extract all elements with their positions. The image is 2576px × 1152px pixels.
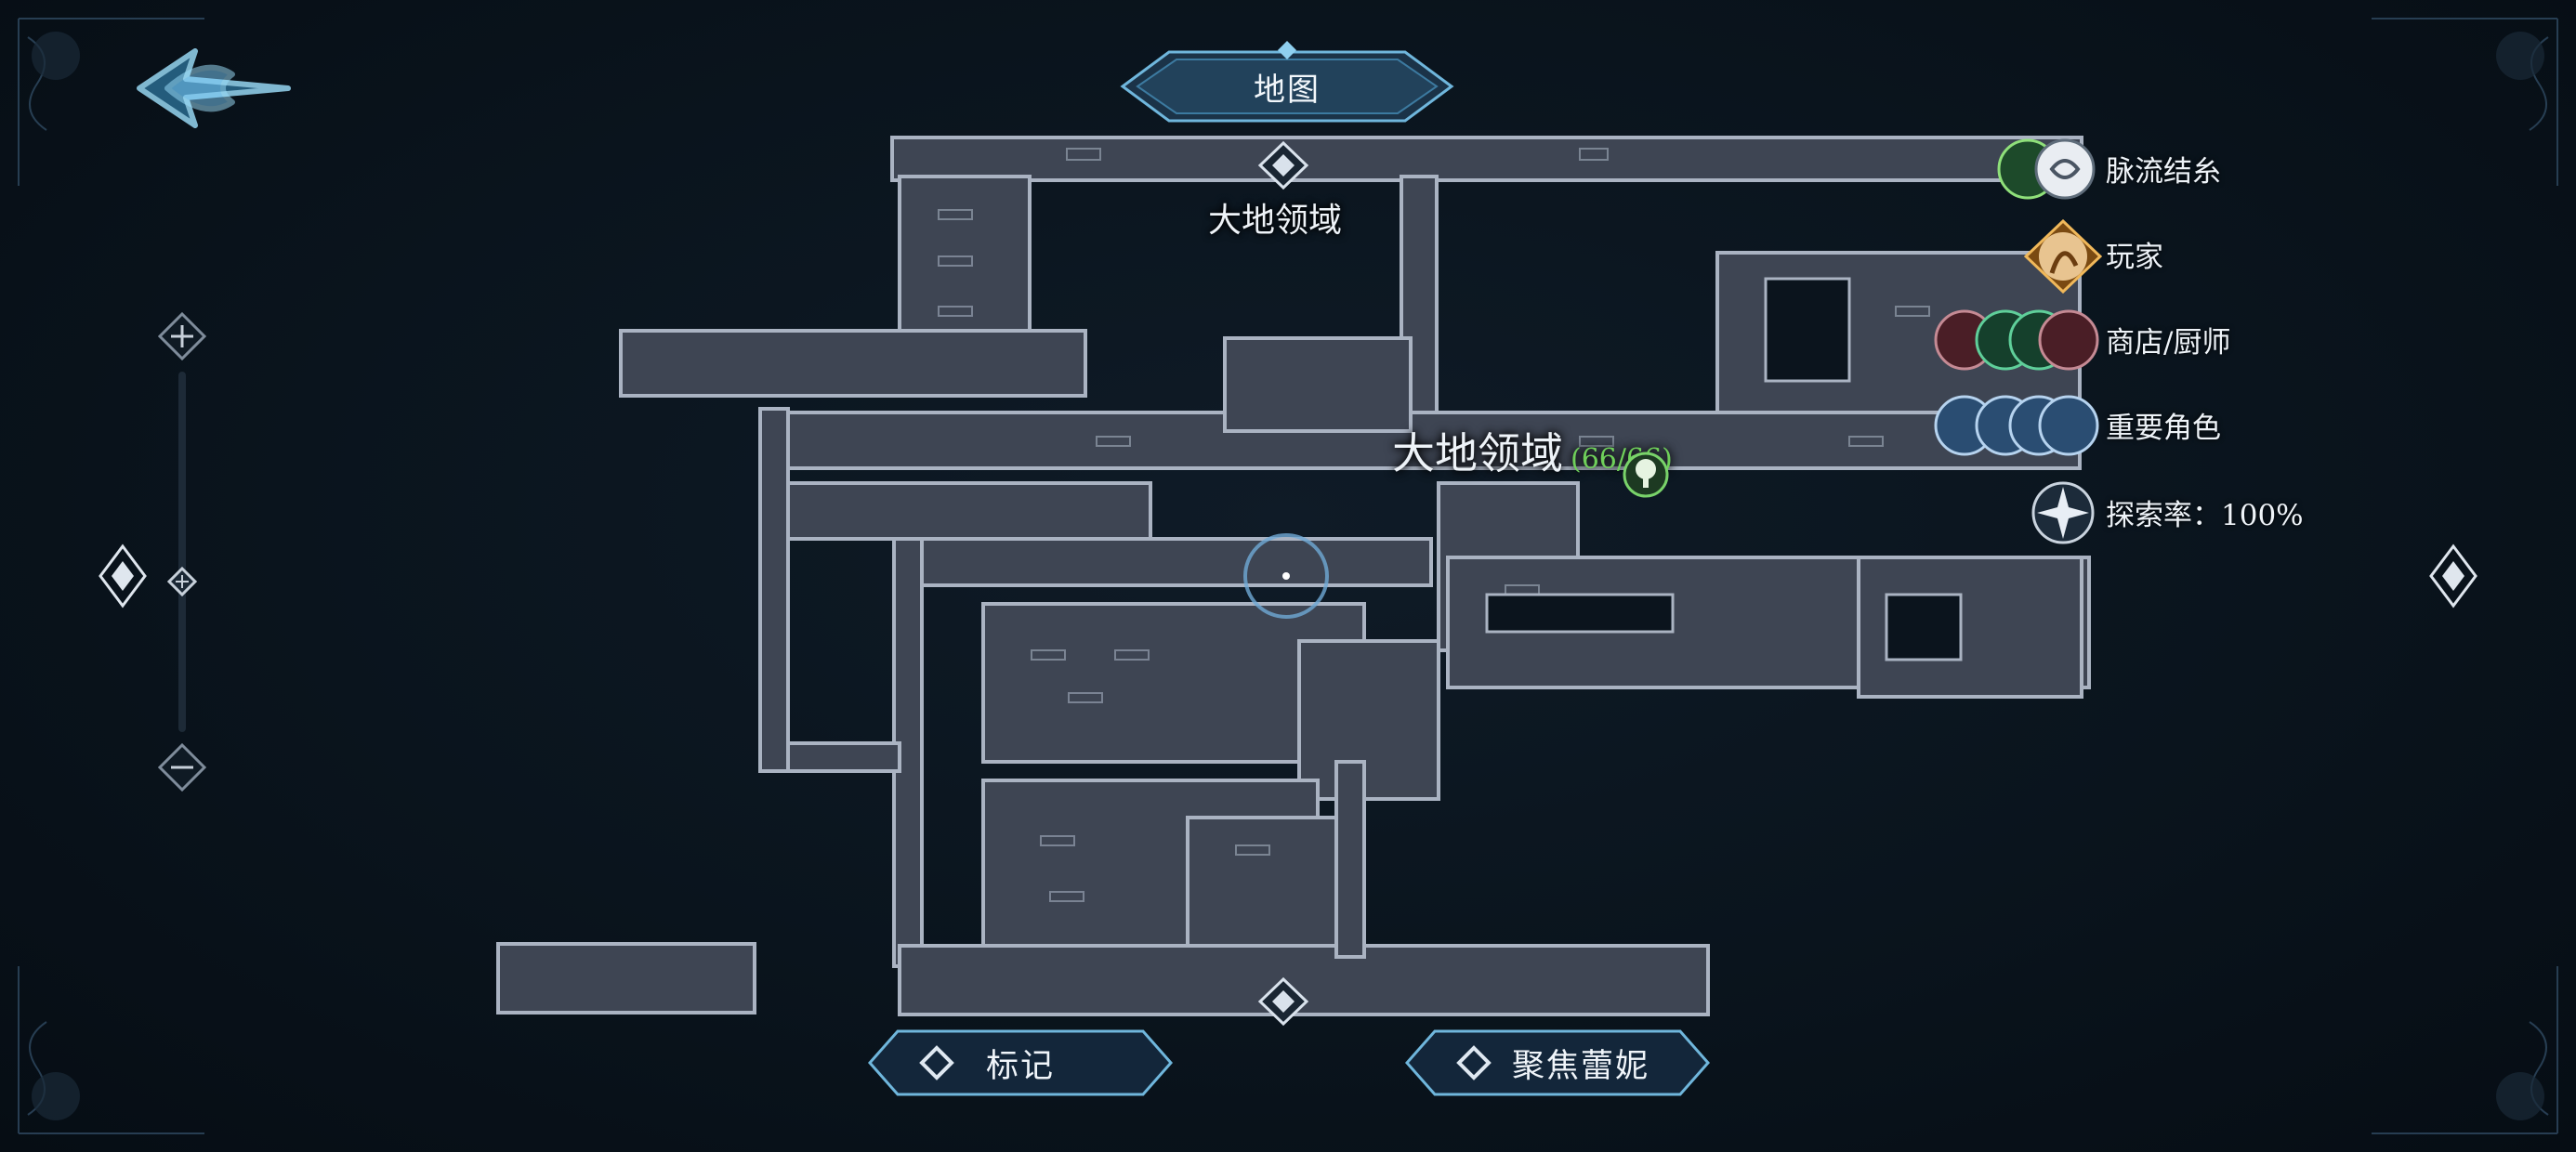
legend-exploration-rate: 探索率：100% (2106, 498, 2304, 532)
page-title: 地图 (1254, 71, 1321, 109)
player-portrait-icon (2024, 219, 2102, 294)
zoom-slider-handle[interactable] (167, 567, 197, 596)
legend-vein-node: 脉流结糸 (2106, 154, 2221, 189)
waypoint-diamond-icon[interactable] (1255, 139, 1312, 191)
mark-button-label: 标记 (985, 1047, 1055, 1085)
mark-button-frame (867, 1029, 1174, 1096)
zoom-slider-track[interactable] (178, 372, 186, 732)
zoom-in-icon[interactable] (158, 312, 206, 360)
zoom-out-icon[interactable] (158, 743, 206, 792)
tree-node-icon[interactable] (1622, 451, 1670, 499)
focus-button-frame (1404, 1029, 1711, 1096)
region-name: 大地领域 (1392, 428, 1563, 478)
focus-renee-button[interactable]: 聚焦蕾妮 (1392, 1022, 1723, 1104)
vein-node-icons (1997, 138, 2096, 200)
legend-player: 玩家 (2106, 240, 2163, 274)
key-character-icons (1934, 395, 2099, 456)
map-title-plate: 地图 (1104, 39, 1470, 134)
next-page-arrow-icon[interactable] (2427, 543, 2479, 609)
waypoint-diamond-icon[interactable] (1255, 975, 1312, 1028)
mark-button[interactable]: 标记 (855, 1022, 1186, 1104)
prev-page-arrow-icon[interactable] (97, 543, 149, 609)
compass-star-icon (2031, 481, 2095, 544)
region-label-top: 大地领域 (1208, 202, 1343, 240)
legend-key-character: 重要角色 (2106, 411, 2221, 445)
player-position-marker (1243, 533, 1329, 619)
legend-shop-chef: 商店/厨师 (2106, 325, 2231, 360)
shop-chef-icons (1934, 309, 2099, 371)
title-plate-frame (1120, 41, 1454, 123)
focus-button-label: 聚焦蕾妮 (1511, 1047, 1649, 1085)
back-arrow-icon[interactable] (130, 37, 297, 139)
